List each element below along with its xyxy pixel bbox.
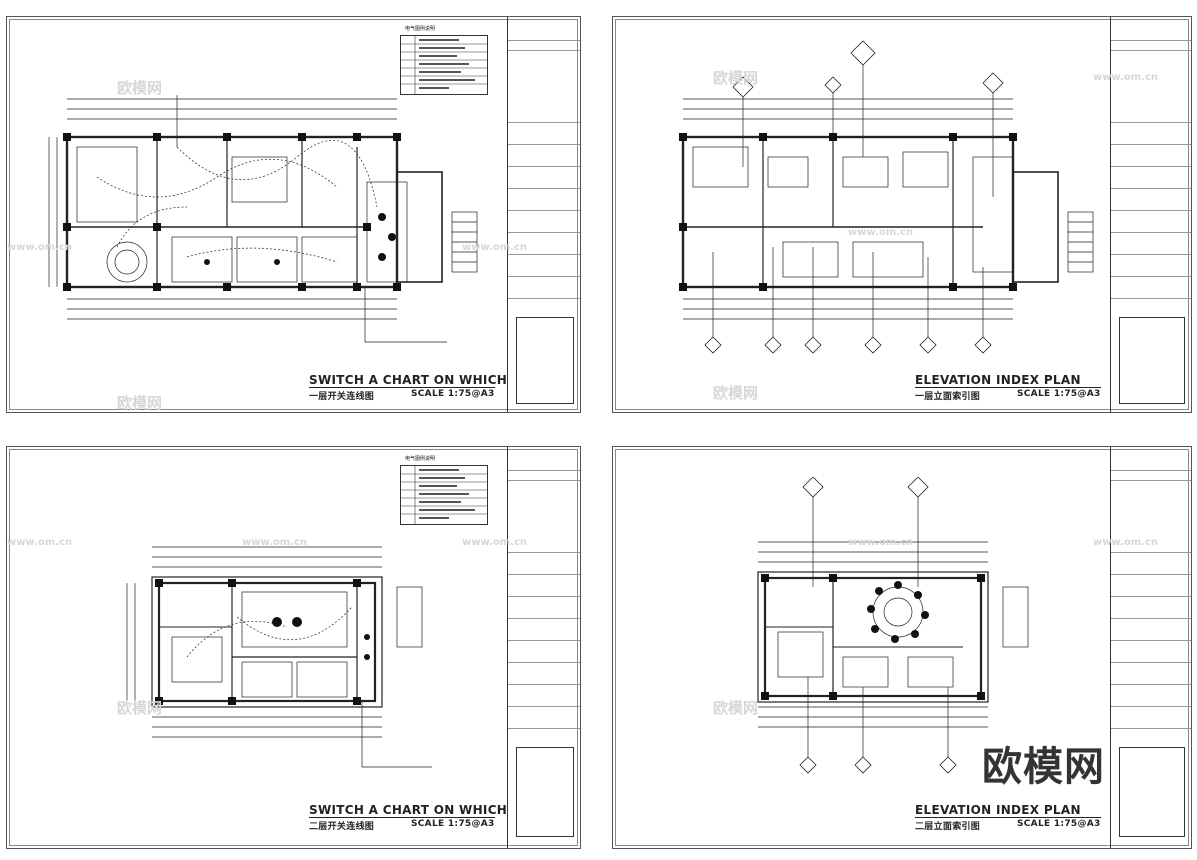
title-block-row [508,663,580,685]
title-block-row [1111,189,1191,211]
title-block-row [1111,707,1191,729]
floor-plan-drawing [48,95,478,343]
title-block-row [1111,233,1191,255]
title-block-row [508,597,580,619]
title-block-row [1111,51,1191,123]
title-block-row [1111,211,1191,233]
floor-plan-drawing [757,477,1029,774]
title-block-row [508,145,580,167]
title-block-row [1111,619,1191,641]
title-block-row [508,575,580,597]
title-block-row [1111,145,1191,167]
title-block-row [1111,481,1191,553]
title-block-row [1111,641,1191,663]
title-block-row [1111,685,1191,707]
title-block-row [508,51,580,123]
title-block-row [1111,447,1191,471]
title-block-row [508,471,580,481]
title-block [1110,17,1191,412]
sheet-first-floor-elevation-index: ELEVATION INDEX PLAN 一层立面索引图 SCALE 1:75@… [612,16,1192,413]
title-block-row [1111,17,1191,41]
sheet-scale: SCALE 1:75@A3 [411,819,495,829]
sheet-title-en: ELEVATION INDEX PLAN [915,373,1081,387]
title-block-row [508,255,580,277]
title-block-row [508,167,580,189]
title-block-row [508,481,580,553]
title-underline [309,387,495,388]
title-underline [915,387,1101,388]
sheet-title-cn: 二层立面索引图 [915,822,981,832]
sheet-title-cn: 一层开关连线图 [309,392,375,402]
title-block-row [508,685,580,707]
title-block-row [1111,575,1191,597]
electrical-legend-table [400,35,488,95]
title-block-row [1111,167,1191,189]
title-block-row [1111,123,1191,145]
title-block-row [508,233,580,255]
title-block-row [1111,41,1191,51]
title-block [507,17,580,412]
legend-title: 电气图例说明 [405,26,436,32]
sheet-scale: SCALE 1:75@A3 [1017,389,1101,399]
sheet-first-floor-switch: 电气图例说明 [6,16,581,413]
title-underline [309,817,495,818]
title-block-stamp-box [516,317,574,404]
sheet-scale: SCALE 1:75@A3 [411,389,495,399]
title-block-row [508,277,580,299]
sheet-title-cn: 一层立面索引图 [915,392,981,402]
title-block-row [508,447,580,471]
title-block-row [1111,277,1191,299]
sheet-title-cn: 二层开关连线图 [309,822,375,832]
title-block-stamp-box [1119,317,1185,404]
title-block-row [508,619,580,641]
floor-plan-drawing [679,40,1094,354]
title-block-row [1111,553,1191,575]
title-block-stamp-box [1119,747,1185,837]
sheet-inner-frame [615,19,1189,410]
title-block [1110,447,1191,848]
title-block-row [508,17,580,41]
title-block-row [508,553,580,575]
title-block-row [1111,255,1191,277]
sheet-inner-frame [9,449,578,846]
sheet-second-floor-switch: 电气图例说明 [6,446,581,849]
title-block-row [508,123,580,145]
sheet-title-en: ELEVATION INDEX PLAN [915,803,1081,817]
floor-plan-drawing [126,546,432,768]
electrical-legend-table [400,465,488,525]
title-underline [915,817,1101,818]
title-block-row [508,641,580,663]
sheet-second-floor-elevation-index: ELEVATION INDEX PLAN 二层立面索引图 SCALE 1:75@… [612,446,1192,849]
title-block-row [508,189,580,211]
sheet-title-en: SWITCH A CHART ON WHICH [309,803,508,817]
title-block-row [508,707,580,729]
sheet-scale: SCALE 1:75@A3 [1017,819,1101,829]
title-block-stamp-box [516,747,574,837]
title-block [507,447,580,848]
title-block-row [508,211,580,233]
sheet-inner-frame [9,19,578,410]
brand-logo: 欧模网 [982,744,1105,790]
title-block-row [1111,471,1191,481]
sheet-title-en: SWITCH A CHART ON WHICH [309,373,508,387]
title-block-row [508,41,580,51]
title-block-row [1111,663,1191,685]
legend-title: 电气图例说明 [405,456,436,462]
title-block-row [1111,597,1191,619]
sheet-inner-frame [615,449,1189,846]
